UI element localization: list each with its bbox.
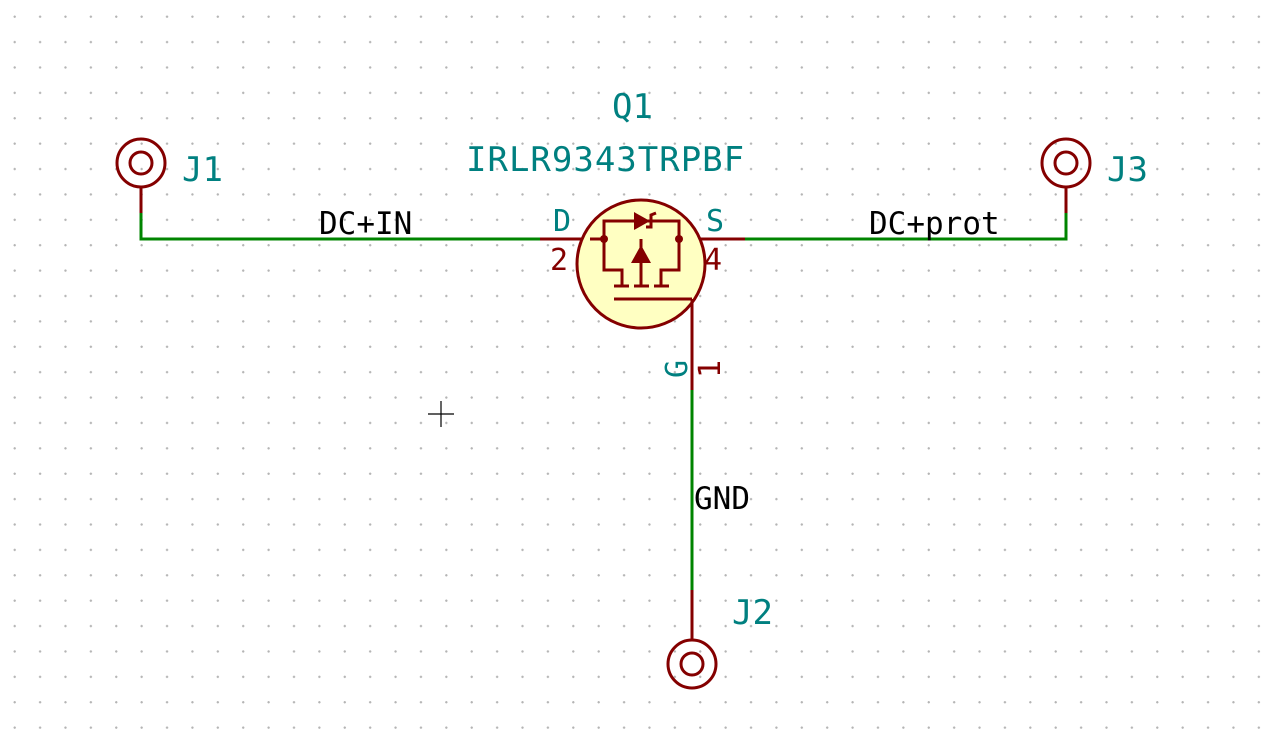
q1-drain-pin-name: D <box>553 204 571 239</box>
j2-inner-ring <box>679 651 705 677</box>
q1-source-lead <box>659 239 681 286</box>
q1-source-pin-number: 4 <box>704 243 722 278</box>
q1-drain-pin-number: 2 <box>550 243 568 278</box>
j3-inner-ring <box>1053 150 1079 176</box>
mosfet-q1[interactable]: Q1 IRLR9343TRPBF D 2 S 4 G 1 <box>466 87 745 390</box>
q1-drain-lead <box>602 239 624 286</box>
j3-reference: J3 <box>1107 150 1148 190</box>
j2-outer-ring <box>666 638 718 690</box>
q1-junction-drain <box>600 235 608 243</box>
crosshair-cursor-icon <box>428 401 454 427</box>
net-label-gnd[interactable]: GND <box>694 481 750 517</box>
j2-reference: J2 <box>732 593 773 633</box>
connector-j3[interactable]: J3 <box>1040 137 1148 213</box>
j3-outer-ring <box>1040 137 1092 189</box>
j1-inner-ring <box>128 150 154 176</box>
q1-diode-triangle-icon <box>634 212 650 230</box>
connector-j1[interactable]: J1 <box>115 137 223 213</box>
wire-dc-prot[interactable] <box>745 213 1068 241</box>
connector-j2[interactable]: J2 <box>666 590 773 690</box>
wire-dc-in[interactable] <box>139 213 540 241</box>
q1-value: IRLR9343TRPBF <box>466 140 745 180</box>
q1-junction-source <box>675 235 683 243</box>
j1-reference: J1 <box>182 150 223 190</box>
q1-gate-pin-name: G <box>660 360 695 378</box>
net-label-dc-in[interactable]: DC+IN <box>319 206 412 242</box>
q1-diode-bar <box>646 211 657 229</box>
q1-body-arrow-icon <box>631 245 651 263</box>
q1-gate-pin-number: 1 <box>693 360 728 378</box>
q1-reference: Q1 <box>612 87 653 127</box>
j1-outer-ring <box>115 137 167 189</box>
q1-source-pin-name: S <box>706 204 724 239</box>
net-label-dc-prot[interactable]: DC+prot <box>869 206 1000 242</box>
